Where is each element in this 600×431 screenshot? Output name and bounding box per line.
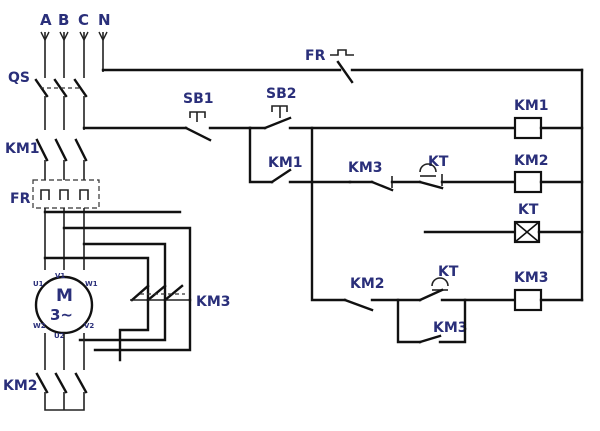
km3-hold-label: KM3 [433, 320, 468, 336]
fr-aux-label: FR [305, 48, 326, 64]
phase-c-label: C [78, 11, 89, 29]
motor: M 3~ U1 V1 W1 W2 U2 V2 [33, 272, 98, 370]
star-wiring [43, 210, 192, 302]
kt-no-contact [418, 277, 517, 302]
sb2-label: SB2 [266, 86, 297, 102]
motor-u1: U1 [33, 280, 44, 288]
km2-main-label: KM2 [3, 378, 38, 394]
km2-aux-contact [343, 298, 422, 344]
coil-km2 [513, 170, 543, 194]
motor-symbol: M [56, 286, 73, 306]
km3-aux-label: KM3 [348, 160, 383, 176]
phase-a-label: A [40, 11, 52, 29]
km1-main-contacts [35, 138, 88, 180]
sb1-switch [184, 111, 252, 142]
km3-aux-contact [348, 176, 422, 192]
motor-u2: U2 [54, 332, 65, 340]
coil-km3 [513, 288, 543, 312]
coil-kt [513, 220, 541, 244]
km2-aux-label: KM2 [350, 276, 385, 292]
km3-hold-contact [418, 298, 467, 344]
sb1-label: SB1 [183, 91, 214, 107]
motor-w1: W1 [85, 280, 98, 288]
kt-nc-label: KT [428, 154, 449, 170]
motor-phase: 3~ [50, 306, 73, 324]
supply-arrows [40, 31, 108, 78]
km1-main-label: KM1 [5, 141, 40, 157]
coil-km3-label: KM3 [514, 270, 549, 286]
qs-switch [34, 78, 88, 130]
kt-nc-contact [418, 163, 517, 190]
motor-w2: W2 [33, 322, 46, 330]
fr-main-label: FR [10, 191, 31, 207]
motor-v1: V1 [55, 272, 65, 280]
km3-main-contacts [78, 284, 192, 362]
coil-km2-label: KM2 [514, 153, 549, 169]
fr-thermal-relay [32, 179, 100, 270]
km1-aux-label: KM1 [268, 155, 303, 171]
kt-no-label: KT [438, 264, 459, 280]
phase-b-label: B [58, 11, 69, 29]
km1-aux-contact [248, 126, 352, 302]
km3-main-label: KM3 [196, 294, 231, 310]
coil-kt-label: KT [518, 202, 539, 218]
motor-v2: V2 [84, 322, 94, 330]
km2-main-contacts [35, 372, 88, 411]
qs-label: QS [8, 70, 30, 86]
coil-km1-label: KM1 [514, 98, 549, 114]
coil-km1 [513, 116, 543, 140]
fr-aux-contact [330, 49, 584, 302]
sb2-switch [248, 105, 517, 130]
neutral-label: N [98, 11, 111, 29]
